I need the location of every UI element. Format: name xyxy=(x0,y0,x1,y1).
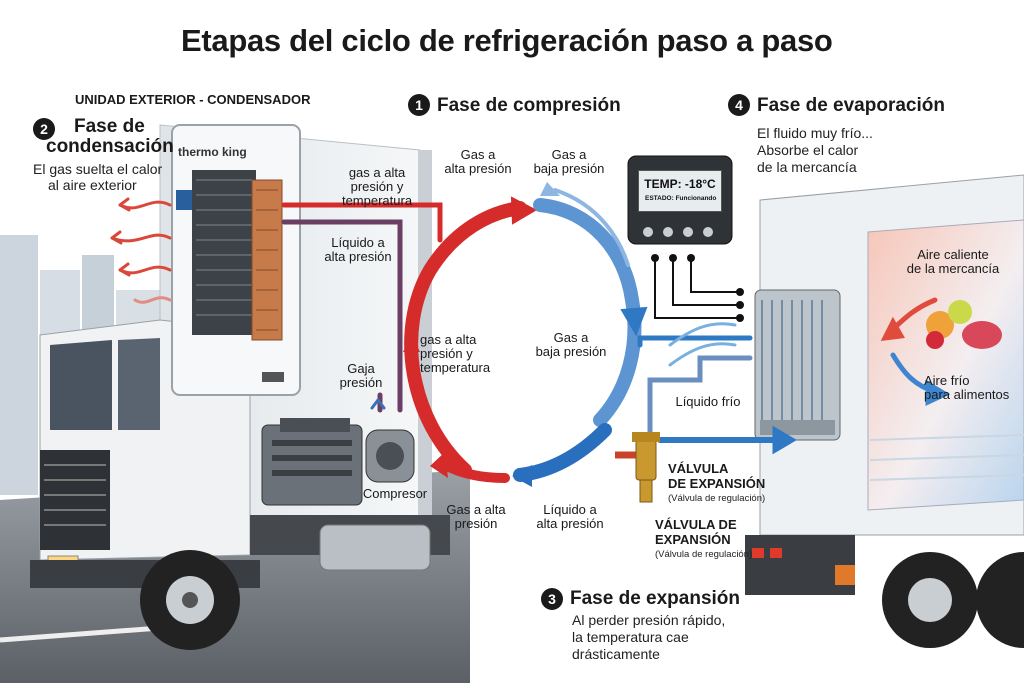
unit-brand: thermo king xyxy=(178,145,247,159)
airflow-arrows xyxy=(880,297,951,406)
phase-3-title: Fase de expansión xyxy=(570,588,741,609)
label-gas-high-pt-mid: gas a alta presión y temperatura xyxy=(420,332,500,376)
label-liquid-high-left-line1: Líquido a xyxy=(331,235,385,250)
engine-compressor xyxy=(261,418,415,506)
label-gaja-line2: presión xyxy=(339,375,383,391)
label-gas-low-right: Gas a baja presión xyxy=(530,330,612,360)
evaporator-piping xyxy=(637,322,797,455)
label-gas-high-top: Gas a alta presión xyxy=(440,147,516,177)
label-liquid-high-left-line2: alta presión xyxy=(324,249,392,265)
phase-4-number: 4 xyxy=(728,94,750,116)
label-gaja-presion: Gaja presión xyxy=(331,361,391,391)
food-items xyxy=(926,300,1002,349)
label-cold-air: Aire frío para alimentos xyxy=(924,373,1024,403)
phase-4-desc-line1: El fluido muy frío... xyxy=(757,125,873,141)
phase-2-title-line2: condensación xyxy=(46,136,174,157)
phase-2-title-line1: Fase de xyxy=(74,116,145,137)
label-liquid-high-bottom-line1: Líquido a xyxy=(543,502,597,517)
label-gas-high-pt-mid-line1: gas a alta xyxy=(420,332,477,347)
label-hot-air: Aire caliente de la mercancía xyxy=(900,247,1006,277)
phase-2-desc-line2: al aire exterior xyxy=(48,177,137,193)
unit-header: UNIDAD EXTERIOR - CONDENSADOR xyxy=(75,92,311,107)
label-cold-air-line1: Aire frío xyxy=(924,373,970,388)
phase-4-desc-line2: Absorbe el calor xyxy=(757,142,859,158)
phase-1-number: 1 xyxy=(408,94,430,116)
label-gas-low-top: Gas a baja presión xyxy=(528,147,610,177)
phase-3-desc-line1: Al perder presión rápido, xyxy=(572,612,726,628)
valve-1-sub: (Válvula de regulación) xyxy=(668,493,766,504)
label-compressor: Compresor xyxy=(362,486,428,501)
expansion-valve xyxy=(615,432,660,503)
thermostat-screen: TEMP: -18°C ESTADO: Funcionando xyxy=(638,170,722,212)
thermostat-status: ESTADO: Funcionando xyxy=(645,195,717,202)
valve-2-line1: VÁLVULA DE xyxy=(655,517,737,532)
label-gas-high-pt-top: gas a alta presión y temperatura xyxy=(318,165,436,209)
valve-1-line1: VÁLVULA xyxy=(668,461,729,476)
phase-2-number: 2 xyxy=(33,118,55,140)
label-gas-high-bottom-line1: Gas a alta xyxy=(446,502,506,517)
valve-1-line2: DE EXPANSIÓN xyxy=(668,476,766,491)
label-gas-high-pt-top-line1: gas a alta xyxy=(348,165,406,180)
condenser-piping xyxy=(281,202,443,413)
valve-2-sub: (Válvula de regulación) xyxy=(655,549,753,560)
phase-3-desc-line3: drásticamente xyxy=(572,646,660,662)
valve-2-line2: EXPANSIÓN xyxy=(655,532,731,547)
label-gas-low-right-line2: baja presión xyxy=(535,344,607,360)
heat-waves xyxy=(110,197,172,304)
label-gas-low-top-line1: Gas a xyxy=(551,147,587,162)
label-gas-high-top-line2: alta presión xyxy=(444,161,512,177)
page-title: Etapas del ciclo de refrigeración paso a… xyxy=(181,23,833,58)
label-gas-high-pt-mid-line3: temperatura xyxy=(420,360,491,376)
phase-1-title: Fase de compresión xyxy=(437,95,621,116)
phase-3-number: 3 xyxy=(541,588,563,610)
ground-right xyxy=(470,520,1024,683)
label-gas-high-pt-mid-line2: presión y xyxy=(420,346,473,362)
phase-4-title: Fase de evaporación xyxy=(757,95,945,116)
phase-3-desc-line2: la temperatura cae xyxy=(572,629,689,645)
label-liquid-high-left: Líquido a alta presión xyxy=(316,235,400,265)
thermostat-temp: TEMP: -18°C xyxy=(644,177,716,191)
condenser-unit xyxy=(171,124,301,396)
label-gaja-line1: Gaja xyxy=(347,361,375,376)
label-liquid-high-bottom: Líquido a alta presión xyxy=(528,502,612,532)
evaporator-unit xyxy=(754,289,841,441)
label-liquid-cold: Líquido frío xyxy=(675,394,741,409)
label-hot-air-line2: de la mercancía xyxy=(906,261,1000,277)
label-gas-high-top-line1: Gas a xyxy=(460,147,496,162)
label-hot-air-line1: Aire caliente xyxy=(917,247,989,262)
label-gas-high-bottom-line2: presión xyxy=(454,516,498,532)
label-gas-high-bottom: Gas a alta presión xyxy=(438,502,514,532)
phase-4-desc-line3: de la mercancía xyxy=(757,159,857,175)
label-gas-low-top-line2: baja presión xyxy=(533,161,605,177)
label-liquid-high-bottom-line2: alta presión xyxy=(536,516,604,532)
label-cold-air-line2: para alimentos xyxy=(924,387,1010,403)
label-gas-low-right-line1: Gas a xyxy=(553,330,589,345)
phase-2-desc-line1: El gas suelta el calor xyxy=(33,161,163,177)
label-gas-high-pt-top-line2: presión y temperatura xyxy=(341,179,413,209)
cycle-loop xyxy=(403,182,648,487)
